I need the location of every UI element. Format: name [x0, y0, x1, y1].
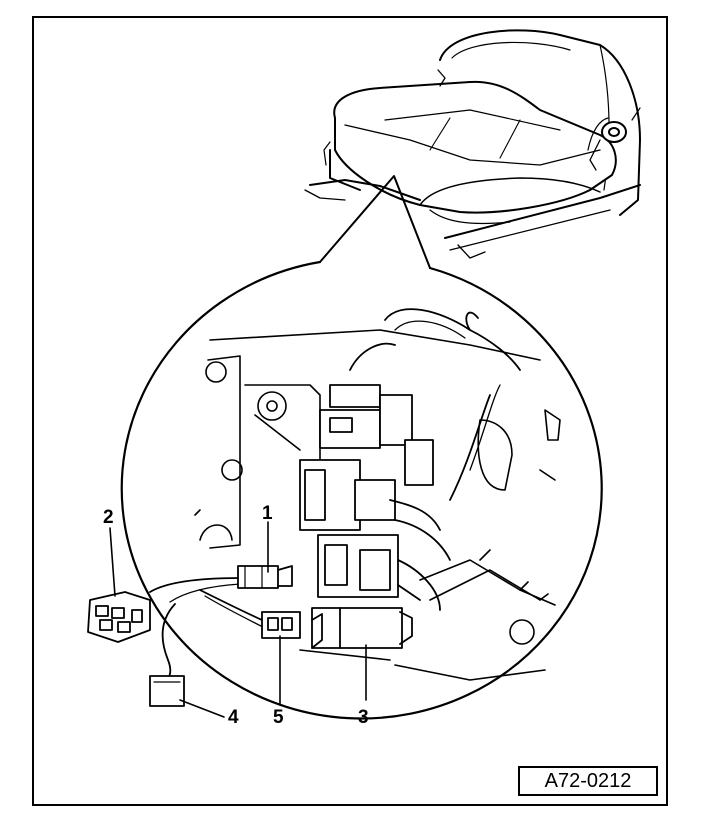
detail-magnifier	[120, 175, 603, 720]
loose-harness	[87, 565, 301, 707]
leader-lines	[109, 521, 367, 718]
callout-2: 2	[103, 507, 114, 528]
figure-reference-code: A72-0212	[518, 766, 658, 796]
callout-1: 1	[262, 503, 273, 524]
callout-5: 5	[273, 707, 284, 728]
seat-drawing	[304, 29, 641, 259]
callout-4: 4	[228, 707, 239, 728]
connector-block	[299, 308, 521, 649]
callout-3: 3	[358, 707, 369, 728]
